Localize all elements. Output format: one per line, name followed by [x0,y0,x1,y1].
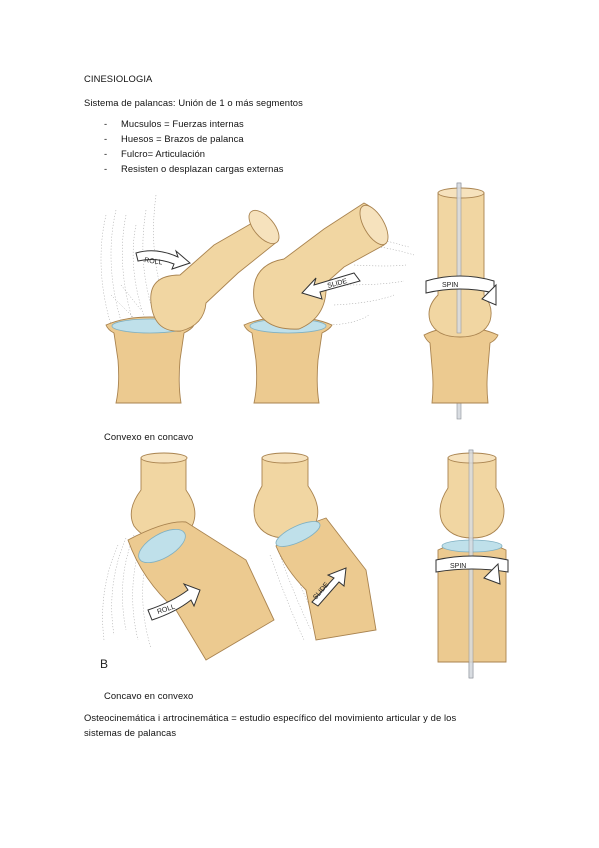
roll-label: ROLL [144,257,163,266]
slide-panel-bottom: SLIDE [253,452,377,641]
figure-letter: B [100,657,108,671]
slide-panel: SLIDE [243,202,415,404]
bullet-item: Fulcro= Articulación [121,148,206,159]
closing-text-line1: Osteocinemática i artrocinemática = estu… [84,712,457,723]
convex-on-concave-figure: ROLL SLIDE SPIN [100,182,499,420]
spin-arrow-icon [435,555,509,573]
slide-arrow-icon [301,272,361,300]
spin-panel-bottom: SPIN [435,449,509,679]
spin-label-bottom: SPIN [450,563,466,570]
slide-arrow-icon [311,567,347,607]
bullet-item: Mucsulos = Fuerzas internas [121,118,244,129]
bullet-item: Resisten o desplazan cargas externas [121,163,284,174]
caption-concave-on-convex: Concavo en convexo [104,690,194,701]
bullet-marker: - [104,133,108,144]
roll-panel-bottom: ROLL [102,452,275,661]
closing-text-line2: sistemas de palancas [84,727,177,738]
intro-text: Sistema de palancas: Unión de 1 o más se… [84,97,303,108]
bullet-item: Huesos = Brazos de palanca [121,133,244,144]
roll-panel: ROLL [100,194,280,404]
caption-convex-on-concave: Convexo en concavo [104,431,194,442]
spin-label: SPIN [442,282,458,289]
roll-arrow-icon [147,582,201,621]
bullet-marker: - [104,148,108,159]
bullet-marker: - [104,163,108,174]
bullet-marker: - [104,118,108,129]
roll-arrow-icon [135,249,191,270]
spin-panel: SPIN [423,182,499,420]
page-heading: CINESIOLOGIA [84,73,153,84]
concave-on-convex-figure: ROLL SLIDE SPIN B [100,449,509,679]
